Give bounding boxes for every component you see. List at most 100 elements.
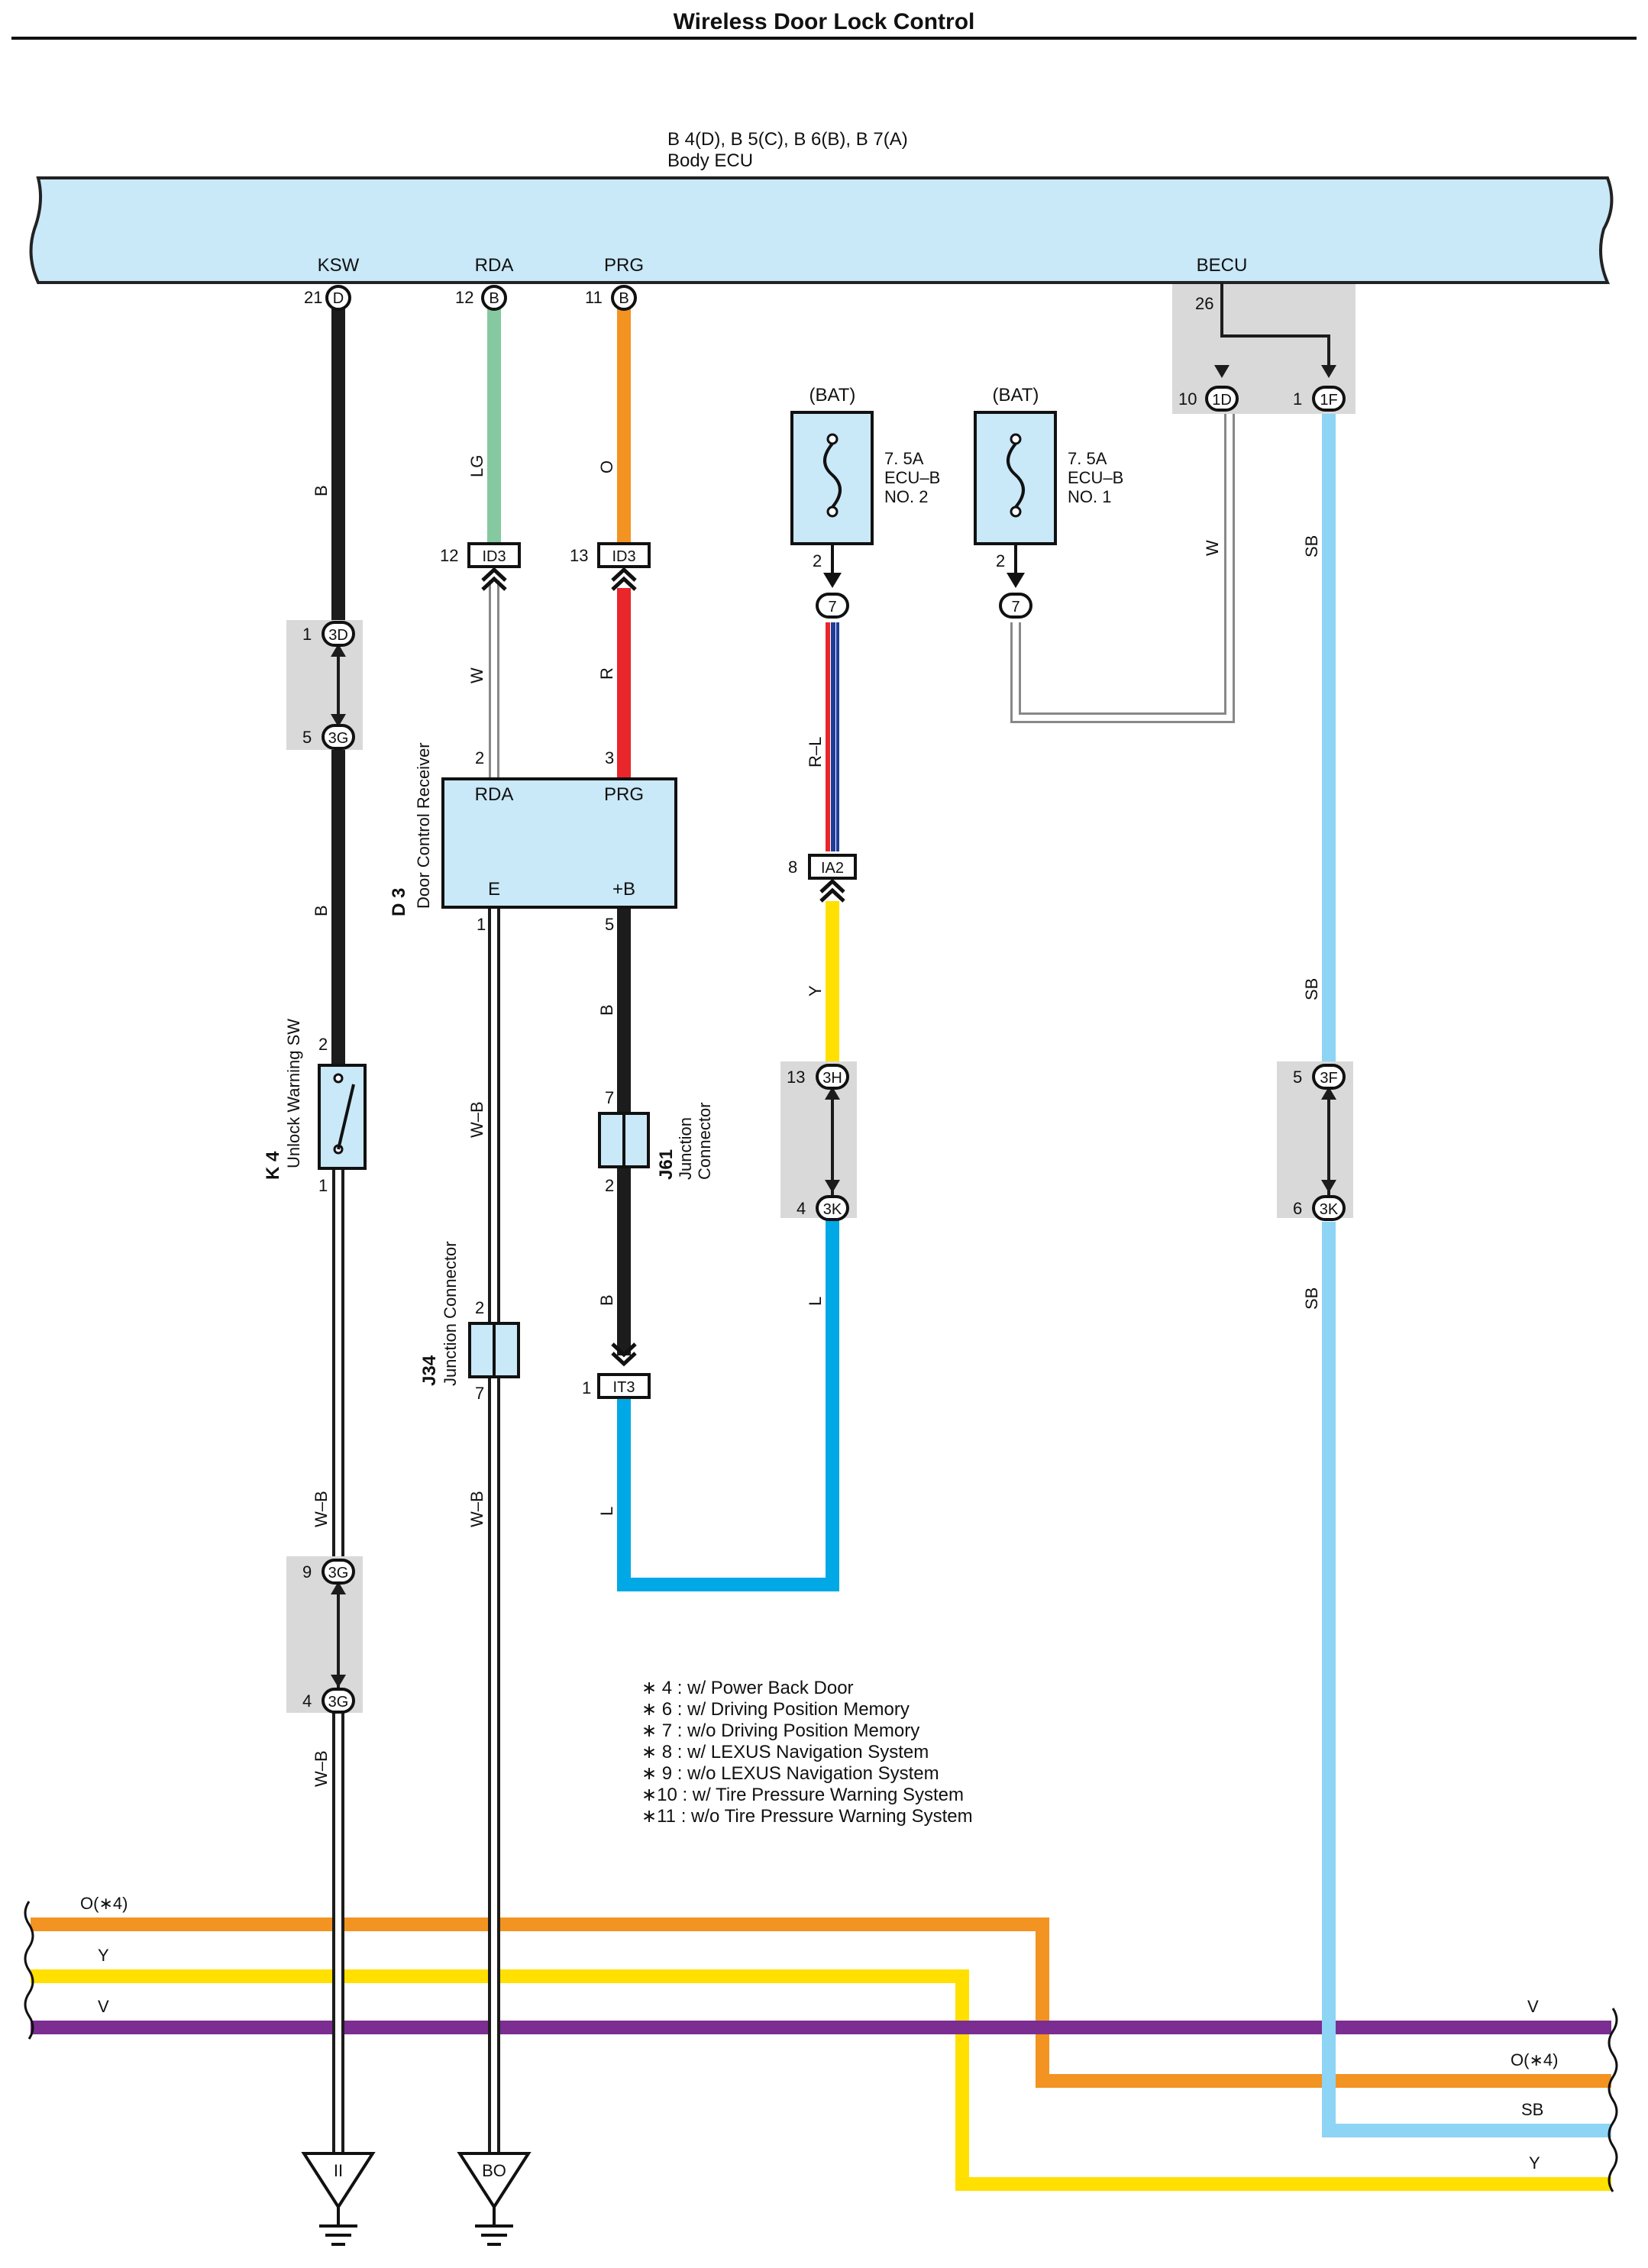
svg-text:Unlock Warning SW: Unlock Warning SW — [284, 1019, 303, 1168]
connector-1f: 1 1F — [1293, 386, 1346, 412]
ground-bo: BO — [457, 2152, 532, 2246]
svg-text:ID3: ID3 — [482, 548, 506, 565]
svg-text:3G: 3G — [328, 1694, 349, 1711]
wire-label-l1: L — [597, 1507, 616, 1516]
svg-text:13: 13 — [787, 1068, 805, 1087]
note-item: ∗ 6 : w/ Driving Position Memory — [641, 1699, 910, 1720]
ecu-terminal-rda: RDA — [475, 255, 514, 276]
svg-text:PRG: PRG — [604, 784, 644, 805]
svg-text:ECU–B: ECU–B — [884, 468, 940, 487]
wire-label-lg: LG — [467, 455, 486, 477]
bus-label-yellow-left: Y — [98, 1946, 109, 1965]
connector-3d-3g-upper: 1 3D 5 3G — [286, 620, 363, 750]
notes-list: ∗ 4 : w/ Power Back Door ∗ 6 : w/ Drivin… — [641, 1678, 973, 1827]
wire-label-l2: L — [806, 1297, 825, 1306]
svg-text:10: 10 — [1178, 389, 1197, 409]
note-item: ∗ 9 : w/o LEXUS Navigation System — [641, 1763, 939, 1784]
connector-3h-3k: 13 3H 4 3K — [780, 1061, 857, 1221]
note-item: ∗11 : w/o Tire Pressure Warning System — [641, 1806, 973, 1827]
svg-text:2: 2 — [475, 1298, 484, 1317]
wire-label-b3: B — [597, 1004, 616, 1016]
svg-text:2: 2 — [813, 551, 822, 570]
bus-wire-orange — [31, 1917, 1611, 2088]
svg-text:Junction: Junction — [676, 1117, 695, 1180]
bus-label-violet-right: V — [1527, 1997, 1539, 2016]
svg-text:21: 21 — [304, 288, 322, 307]
svg-text:II: II — [334, 2161, 343, 2180]
wire-label-wb2: W–B — [312, 1491, 331, 1527]
svg-text:3G: 3G — [328, 1565, 349, 1581]
svg-text:BO: BO — [482, 2161, 506, 2180]
unlock-warning-switch-k4: 2 1 K 4 Unlock Warning SW — [263, 1019, 367, 1195]
svg-text:NO. 2: NO. 2 — [884, 487, 928, 506]
connector-3g-3g-lower: 9 3G 4 3G — [286, 1556, 363, 1714]
svg-text:1D: 1D — [1212, 392, 1232, 409]
note-item: ∗10 : w/ Tire Pressure Warning System — [641, 1785, 964, 1805]
svg-text:12: 12 — [455, 288, 473, 307]
bus-label-orange-right: O(∗4) — [1511, 2050, 1558, 2069]
door-control-receiver-d3: 2 3 RDA PRG E +B 1 5 D 3 Door Control Re… — [389, 742, 677, 934]
svg-text:8: 8 — [788, 858, 797, 877]
bus-break-left — [24, 1901, 34, 2040]
connector-id3-prg: 13 ID3 — [570, 542, 651, 591]
svg-text:1: 1 — [582, 1378, 591, 1397]
svg-text:IA2: IA2 — [821, 860, 844, 877]
svg-text:2: 2 — [996, 551, 1005, 570]
wire-label-b4: B — [597, 1294, 616, 1306]
svg-text:12: 12 — [440, 546, 458, 565]
bus-break-right — [1608, 2008, 1618, 2192]
wire-label-b2: B — [312, 905, 331, 916]
ecu-name-label: Body ECU — [667, 150, 753, 171]
svg-text:7: 7 — [475, 1384, 484, 1403]
svg-text:3G: 3G — [328, 730, 349, 747]
body-ecu-block — [29, 176, 1614, 284]
svg-text:Connector: Connector — [695, 1102, 714, 1180]
svg-text:7: 7 — [605, 1088, 614, 1107]
fuse-ecu-b-no1: (BAT) 7. 5A ECU–B NO. 1 2 7 — [974, 385, 1123, 619]
wire-label-sb3: SB — [1302, 1287, 1321, 1310]
wire-label-sb1: SB — [1302, 535, 1321, 557]
ecu-terminal-prg: PRG — [604, 255, 644, 276]
wire-label-y: Y — [806, 985, 825, 997]
svg-text:1F: 1F — [1320, 392, 1337, 409]
svg-text:Junction Connector: Junction Connector — [441, 1241, 460, 1386]
svg-text:1: 1 — [1293, 389, 1302, 409]
svg-text:B: B — [619, 290, 629, 307]
note-item: ∗ 7 : w/o Driving Position Memory — [641, 1720, 919, 1741]
svg-text:NO. 1: NO. 1 — [1068, 487, 1111, 506]
svg-text:4: 4 — [797, 1199, 806, 1218]
becu-branch-redraw — [1220, 284, 1330, 368]
connector-id3-rda: 12 ID3 — [440, 542, 521, 591]
connector-ia2: 8 IA2 — [788, 854, 857, 903]
bus-label-sb-right: SB — [1521, 2100, 1543, 2119]
fuse-ecu-b-no2: (BAT) 7. 5A ECU–B NO. 2 2 7 — [790, 385, 940, 619]
svg-text:3F: 3F — [1320, 1070, 1337, 1087]
svg-text:J34: J34 — [419, 1355, 440, 1386]
becu-arrow-1f — [1321, 365, 1336, 378]
svg-text:B: B — [489, 290, 499, 307]
wire-sb-lower — [1322, 1222, 1611, 2137]
svg-text:IT3: IT3 — [613, 1379, 635, 1396]
svg-text:(BAT): (BAT) — [809, 385, 856, 405]
wire-label-wb4: W–B — [312, 1750, 331, 1787]
junction-connector-j61: 7 2 J61 Junction Connector — [598, 1088, 714, 1195]
ecu-pin-ksw: 21 D — [304, 285, 351, 311]
svg-text:Door Control Receiver: Door Control Receiver — [414, 742, 433, 909]
svg-text:3K: 3K — [1320, 1201, 1339, 1218]
svg-text:9: 9 — [302, 1562, 312, 1581]
svg-text:1: 1 — [477, 915, 486, 934]
ground-ii: II — [301, 2152, 376, 2246]
svg-text:ECU–B: ECU–B — [1068, 468, 1123, 487]
wire-label-w1: W — [467, 667, 486, 683]
ecu-terminal-ksw: KSW — [318, 255, 360, 276]
svg-text:7. 5A: 7. 5A — [1068, 449, 1107, 468]
becu-pin-26: 26 — [1195, 294, 1213, 313]
wire-it3-l-blue — [617, 1222, 839, 1591]
wire-label-r: R — [597, 667, 616, 680]
svg-text:D 3: D 3 — [389, 888, 409, 916]
svg-text:K 4: K 4 — [263, 1151, 283, 1180]
svg-text:1: 1 — [318, 1176, 328, 1195]
wire-fuse1-w-core — [1013, 412, 1233, 721]
wire-label-b1: B — [312, 485, 331, 496]
